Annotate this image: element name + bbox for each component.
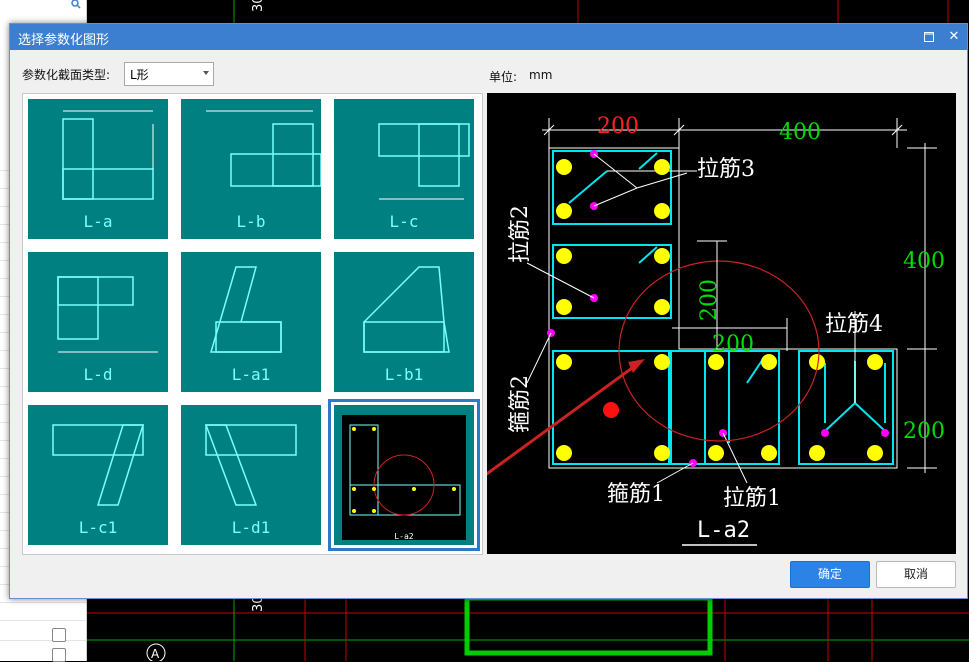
- shape-caption: L-c: [389, 212, 419, 231]
- label-lajin2: 拉筋2: [508, 205, 533, 263]
- shape-tile-l-a[interactable]: L-a: [23, 94, 173, 244]
- shape-thumbnail: [334, 405, 474, 545]
- shape-tile-l-b[interactable]: L-b: [176, 94, 326, 244]
- chevron-down-icon: [203, 71, 209, 75]
- shape-thumbnail: [28, 99, 168, 239]
- dim-right-bottom: 200: [903, 419, 945, 444]
- dim-right-top: 400: [903, 249, 945, 274]
- dim-inner-vertical: 200: [697, 279, 722, 321]
- dim-top-right: 400: [779, 120, 821, 145]
- shape-tile-l-a1[interactable]: L-a1: [176, 247, 326, 397]
- dim-top-left: 200: [597, 114, 639, 139]
- label-lajin3: 拉筋3: [697, 157, 755, 182]
- shape-caption: L-d1: [231, 518, 271, 537]
- cad-dim-top: 30: [251, 0, 266, 12]
- section-type-select[interactable]: L形: [124, 62, 214, 86]
- label-lajin4: 拉筋4: [825, 312, 883, 337]
- section-type-value: L形: [130, 68, 149, 82]
- dim-inner-horizontal: 200: [712, 332, 754, 357]
- shape-thumbnail: [181, 252, 321, 392]
- section-type-label: 参数化截面类型:: [22, 68, 111, 82]
- restore-icon[interactable]: [920, 28, 938, 46]
- dialog-title: 选择参数化图形: [18, 33, 110, 48]
- shape-caption: L-d: [83, 365, 113, 384]
- preview-caption: L-a2: [697, 518, 750, 543]
- close-icon[interactable]: ✕: [948, 29, 960, 44]
- shape-tile-l-d[interactable]: L-d: [23, 247, 173, 397]
- shape-tile-l-c[interactable]: L-c: [329, 94, 479, 244]
- shape-tile-l-d1[interactable]: L-d1: [176, 400, 326, 550]
- cancel-button[interactable]: 取消: [876, 561, 956, 588]
- shape-caption: L-b1: [384, 365, 424, 384]
- cad-dim-bottom: 30: [251, 595, 266, 612]
- dialog-titlebar[interactable]: 选择参数化图形 ✕: [10, 24, 967, 50]
- shape-caption: L-b: [236, 212, 266, 231]
- label-gujin1: 箍筋1: [607, 482, 665, 507]
- axis-label: A: [151, 647, 160, 661]
- unit-value: mm: [529, 68, 553, 82]
- shape-thumbnail: [28, 252, 168, 392]
- label-lajin1: 拉筋1: [723, 486, 781, 511]
- shape-tile-l-c1[interactable]: L-c1: [23, 400, 173, 550]
- search-icon: [71, 0, 81, 9]
- shape-tile-l-a2[interactable]: L-a2: [328, 399, 480, 551]
- label-gujin2: 箍筋2: [508, 375, 533, 433]
- shape-tile-l-b1[interactable]: L-b1: [329, 247, 479, 397]
- ok-button[interactable]: 确定: [790, 561, 870, 588]
- shape-caption: L-a: [83, 212, 113, 231]
- row-checkbox[interactable]: [52, 648, 66, 662]
- row-checkbox[interactable]: [52, 628, 66, 642]
- unit-label: 单位:: [489, 70, 518, 84]
- shape-thumbnail: [334, 99, 474, 239]
- shape-thumbnail: [334, 252, 474, 392]
- shape-thumbnail: [28, 405, 168, 545]
- shape-caption: L-c1: [78, 518, 118, 537]
- shape-thumbnail: [181, 405, 321, 545]
- shape-caption: L-a2: [394, 532, 414, 541]
- shape-caption: L-a1: [231, 365, 271, 384]
- shape-preview: 200 400 400 200 200 200 拉筋3 拉筋2 箍筋2 拉筋4 …: [476, 93, 956, 554]
- shape-thumbnail: [181, 99, 322, 239]
